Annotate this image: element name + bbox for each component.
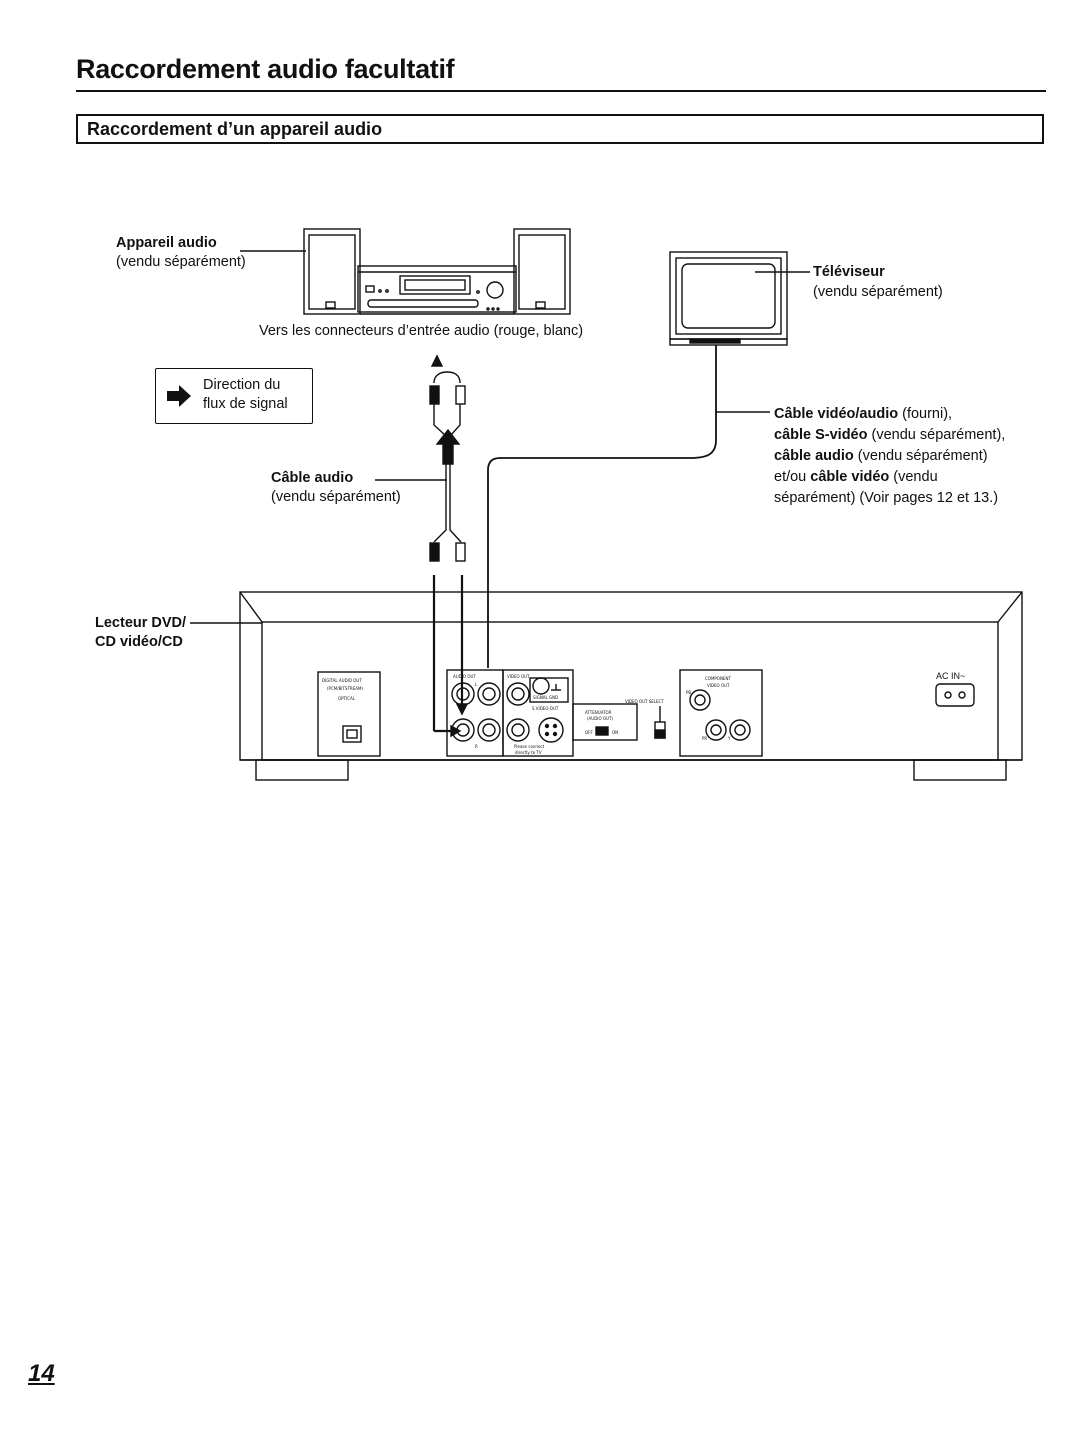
panel-optical: OPTICAL	[338, 696, 356, 701]
page-number: 14	[28, 1360, 55, 1387]
panel-audio-r: R	[475, 744, 478, 749]
panel-component-sub: VIDEO OUT	[707, 683, 730, 688]
panel-directly-tv: directly to TV	[515, 750, 542, 755]
panel-audio-out: AUDIO OUT	[453, 674, 476, 679]
label-final-note: séparément) (Voir pages 12 et 13.)	[774, 490, 999, 506]
label-tv-note: (vendu séparément)	[813, 284, 943, 300]
panel-svideo-out: S VIDEO OUT	[532, 706, 559, 711]
dvd-player-illustration	[190, 591, 1023, 781]
panel-on: ON	[612, 730, 618, 735]
label-audio-device-note: (vendu séparément)	[116, 254, 246, 270]
panel-off: OFF	[585, 730, 593, 735]
label-audio-inputs: Vers les connecteurs d’entrée audio (rou…	[259, 323, 584, 339]
tv-cable-illustration	[487, 345, 770, 668]
label-audio-cable: Câble audio	[271, 470, 354, 486]
panel-audio-l: L	[475, 682, 478, 687]
label-audio-cable-2: câble audio (vendu séparément)	[774, 448, 988, 464]
legend-box: Direction du flux de signal	[155, 368, 313, 424]
label-tv: Téléviseur	[813, 264, 885, 280]
audio-cable-illustration	[375, 354, 469, 738]
label-audio-cable-note: (vendu séparément)	[271, 489, 401, 505]
label-video-cable: Câble vidéo/audio (fourni),	[774, 406, 953, 422]
page-title: Raccordement audio facultatif	[76, 54, 455, 84]
label-player-line-1: Lecteur DVD/	[95, 615, 187, 631]
section-header: Raccordement d’un appareil audio	[76, 114, 1044, 144]
panel-pb: PB	[686, 690, 691, 695]
legend-line-1: Direction du	[203, 377, 281, 393]
label-svideo-cable: câble S-vidéo (vendu séparément),	[774, 427, 1006, 443]
panel-digital-out: DIGITAL AUDIO OUT	[322, 678, 362, 683]
label-audio-device: Appareil audio	[116, 235, 217, 251]
signal-direction-arrow-icon	[167, 385, 191, 407]
label-video-only-cable: et/ou câble vidéo (vendu	[774, 469, 938, 485]
panel-pr: PR	[702, 736, 707, 741]
panel-text: DIGITAL AUDIO OUT (PCM/BITSTREAM) OPTICA…	[322, 671, 965, 755]
title-rule	[76, 90, 1046, 92]
panel-video-out: VIDEO OUT	[507, 674, 530, 679]
panel-y: Y	[727, 736, 731, 741]
audio-system-illustration	[240, 228, 571, 315]
panel-component: COMPONENT	[705, 676, 731, 681]
panel-pcm-stream: (PCM/BITSTREAM)	[327, 686, 363, 691]
panel-attenuator: ATTENUATOR	[585, 710, 612, 715]
panel-video-out-select: VIDEO OUT SELECT	[625, 699, 664, 704]
panel-ac-in: AC IN~	[936, 671, 965, 681]
section-title: Raccordement d’un appareil audio	[87, 119, 383, 139]
panel-signal-gnd: SIGNAL GND	[533, 695, 558, 700]
legend-line-2: flux de signal	[203, 396, 288, 412]
panel-please-connect: Please connect	[514, 744, 545, 749]
tv-illustration	[669, 251, 810, 346]
panel-attenuator-sub: (AUDIO OUT)	[587, 716, 613, 721]
legend-text: Direction du flux de signal	[203, 376, 288, 414]
label-player-line-2: CD vidéo/CD	[95, 634, 183, 650]
